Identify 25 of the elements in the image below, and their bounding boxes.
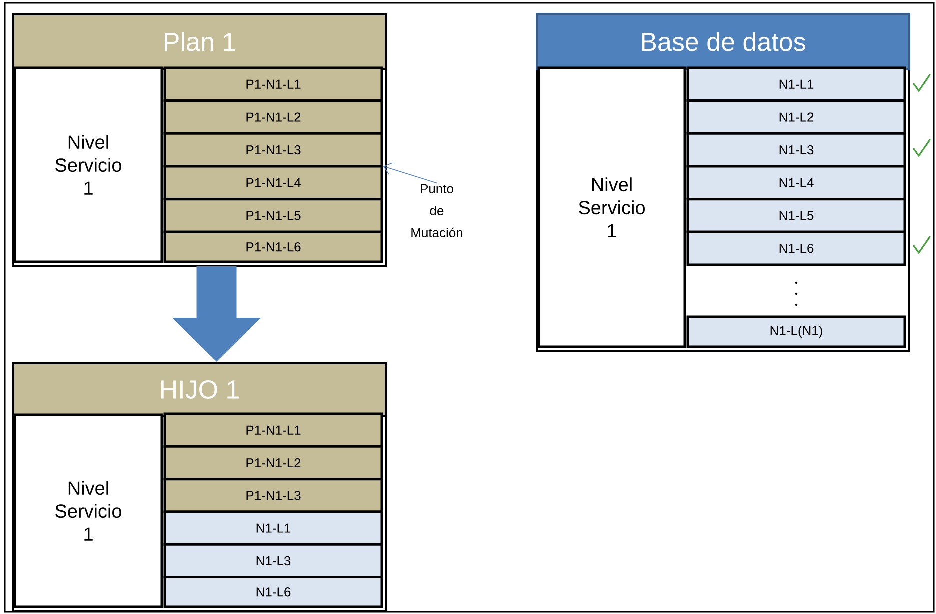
- table-cell: P1-N1-L1: [164, 66, 384, 102]
- annotation-text: Punto de Mutación: [412, 184, 463, 238]
- table-cell: P1-N1-L1: [164, 412, 384, 448]
- table-cell: N1-L1: [686, 66, 906, 102]
- table-cell: N1-L4: [686, 165, 906, 201]
- table-cell: N1-L(N1): [686, 316, 906, 348]
- table-cell: P1-N1-L2: [164, 100, 384, 135]
- table-cell: N1-L6: [686, 230, 906, 266]
- table-cell: P1-N1-L6: [164, 230, 384, 264]
- table-cell: Nivel Servicio 1: [538, 66, 686, 348]
- table-cell: P1-N1-L4: [164, 165, 384, 201]
- table-cell: N1-L2: [686, 100, 906, 135]
- table-cell: N1-L5: [686, 198, 906, 234]
- table-cell: N1-L3: [686, 132, 906, 168]
- table-cell: P1-N1-L3: [164, 478, 384, 514]
- arrow: [384, 162, 438, 184]
- table-cell: N1-L6: [164, 576, 384, 608]
- table-cell: P1-N1-L5: [164, 198, 384, 234]
- table-cell: N1-L1: [164, 510, 384, 546]
- table-header: Base de datos: [536, 13, 910, 70]
- table-cell: P1-N1-L2: [164, 445, 384, 481]
- table-cell: N1-L3: [164, 543, 384, 579]
- table-cell: Nivel Servicio 1: [14, 414, 164, 608]
- table-cell: P1-N1-L3: [164, 132, 384, 168]
- table-cell: Nivel Servicio 1: [14, 66, 164, 264]
